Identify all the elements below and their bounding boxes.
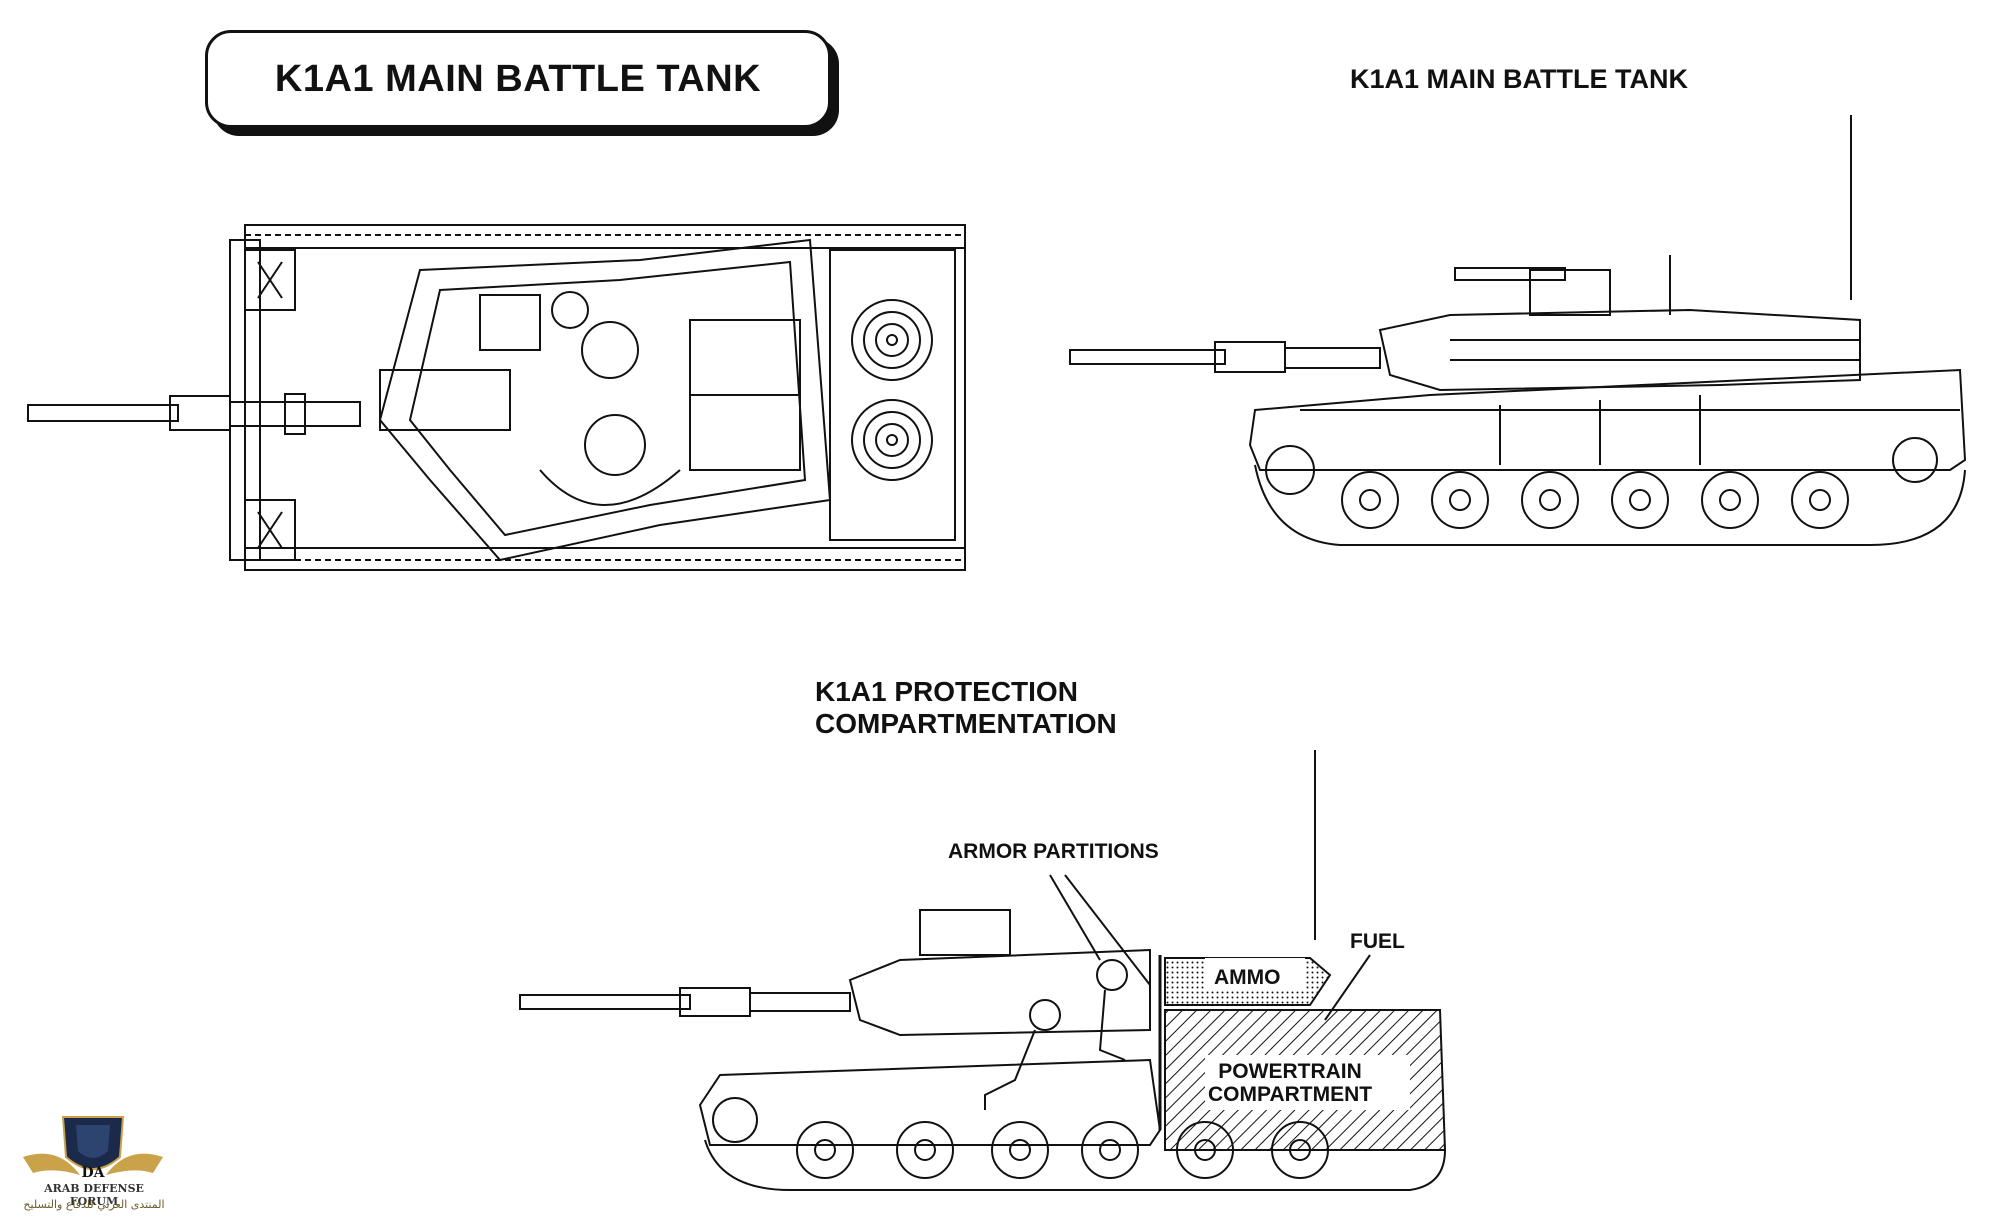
fuel-label: FUEL: [1350, 930, 1405, 953]
forum-name: ARAB DEFENSE FORUM: [44, 1182, 144, 1208]
forum-name-arabic: المنتدى العربي للدفاع والتسليح: [23, 1198, 165, 1211]
side-view-title: K1A1 MAIN BATTLE TANK: [1350, 64, 1688, 94]
diagram-title-box: K1A1 MAIN BATTLE TANK: [205, 30, 831, 128]
protection-title-line1: K1A1 PROTECTION: [815, 676, 1078, 707]
powertrain-line2: COMPARTMENT: [1208, 1083, 1373, 1106]
powertrain-label: POWERTRAIN COMPARTMENT: [1208, 1060, 1372, 1106]
powertrain-line1: POWERTRAIN: [1218, 1060, 1362, 1083]
logo-letters: DA: [81, 1165, 105, 1181]
diagram-title: K1A1 MAIN BATTLE TANK: [274, 57, 762, 100]
protection-title-line2: COMPARTMENTATION: [815, 708, 1117, 739]
ammo-label: AMMO: [1214, 966, 1281, 989]
armor-partitions-label: ARMOR PARTITIONS: [948, 840, 1159, 863]
protection-view-title: K1A1 PROTECTION COMPARTMENTATION: [815, 676, 1117, 740]
forum-logo: DA: [23, 1116, 163, 1181]
